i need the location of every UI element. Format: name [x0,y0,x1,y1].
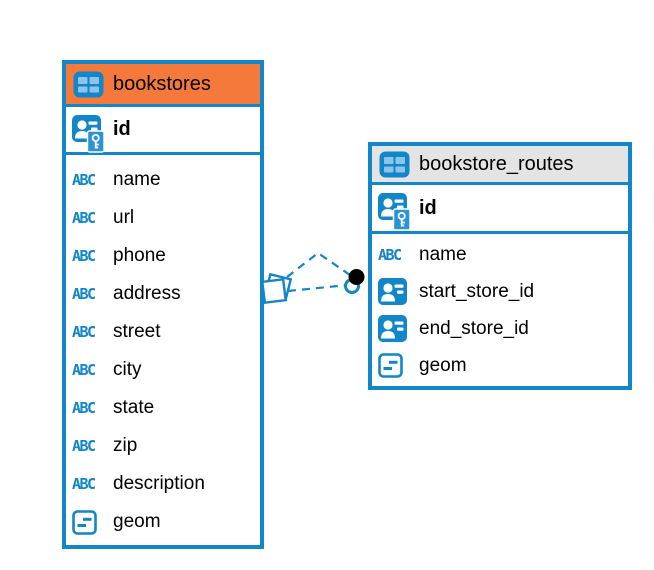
text-icon: ABC [72,285,96,303]
column-row[interactable]: start_store_id [372,273,628,310]
column-name: geom [419,354,467,376]
column-name: phone [113,245,166,266]
primary-key-section: id [372,185,628,234]
person-icon [378,278,411,305]
column-name: address [113,283,181,304]
column-row[interactable]: ABC name [66,161,260,199]
column-row[interactable]: geom [66,503,260,541]
table-name: bookstore_routes [419,152,574,175]
text-icon: ABC [72,475,96,493]
table-header[interactable]: bookstore_routes [372,146,628,185]
column-row[interactable]: ABC phone [66,237,260,275]
column-name: name [113,169,161,190]
column-row[interactable]: ABC address [66,275,260,313]
column-name: end_store_id [419,317,529,339]
text-icon: ABC [72,171,96,189]
columns-section: ABC name start_store_id end_store_id geom [372,234,628,384]
column-row[interactable]: ABC city [66,351,260,389]
text-icon: ABC [72,209,96,227]
column-name: geom [113,511,161,532]
column-name: id [419,196,437,219]
geometry-icon [378,353,411,378]
column-row[interactable]: end_store_id [372,310,628,347]
column-name: zip [113,435,138,456]
column-name: id [113,118,131,140]
person-key-icon [72,107,105,153]
text-icon: ABC [72,399,96,417]
table-icon [379,151,410,178]
text-icon: ABC [72,323,96,341]
column-name: name [419,243,467,265]
table-header[interactable]: bookstores [66,64,260,107]
text-icon: ABC [378,245,402,264]
column-name: state [113,397,155,418]
table-name: bookstores [113,72,211,95]
text-icon: ABC [72,361,96,379]
column-row[interactable]: ABC zip [66,427,260,465]
geometry-icon [72,509,105,535]
person-icon [378,315,411,342]
column-name: city [113,359,142,380]
column-row[interactable]: ABC name [372,236,628,273]
column-row[interactable]: ABC street [66,313,260,351]
erd-table-bookstore-routes[interactable]: bookstore_routes id ABC name start_store_… [368,142,632,390]
relationship-line-lower[interactable] [287,283,349,293]
primary-key-section: id [66,107,260,155]
column-name: start_store_id [419,280,535,302]
table-icon [73,71,104,98]
relationship-endpoint-dot[interactable] [344,269,365,294]
relationship-source-marker[interactable] [260,272,293,305]
column-name: description [113,473,205,494]
column-row[interactable]: ABC description [66,465,260,503]
text-icon: ABC [72,247,96,265]
relationship-line-upper[interactable] [286,251,351,278]
text-icon: ABC [72,437,96,455]
column-name: url [113,207,135,228]
column-row[interactable]: id [66,107,260,153]
column-name: street [113,321,161,342]
column-row[interactable]: ABC state [66,389,260,427]
column-row[interactable]: geom [372,347,628,384]
column-row[interactable]: ABC url [66,199,260,237]
person-key-icon [378,185,411,231]
column-row[interactable]: id [372,185,628,231]
